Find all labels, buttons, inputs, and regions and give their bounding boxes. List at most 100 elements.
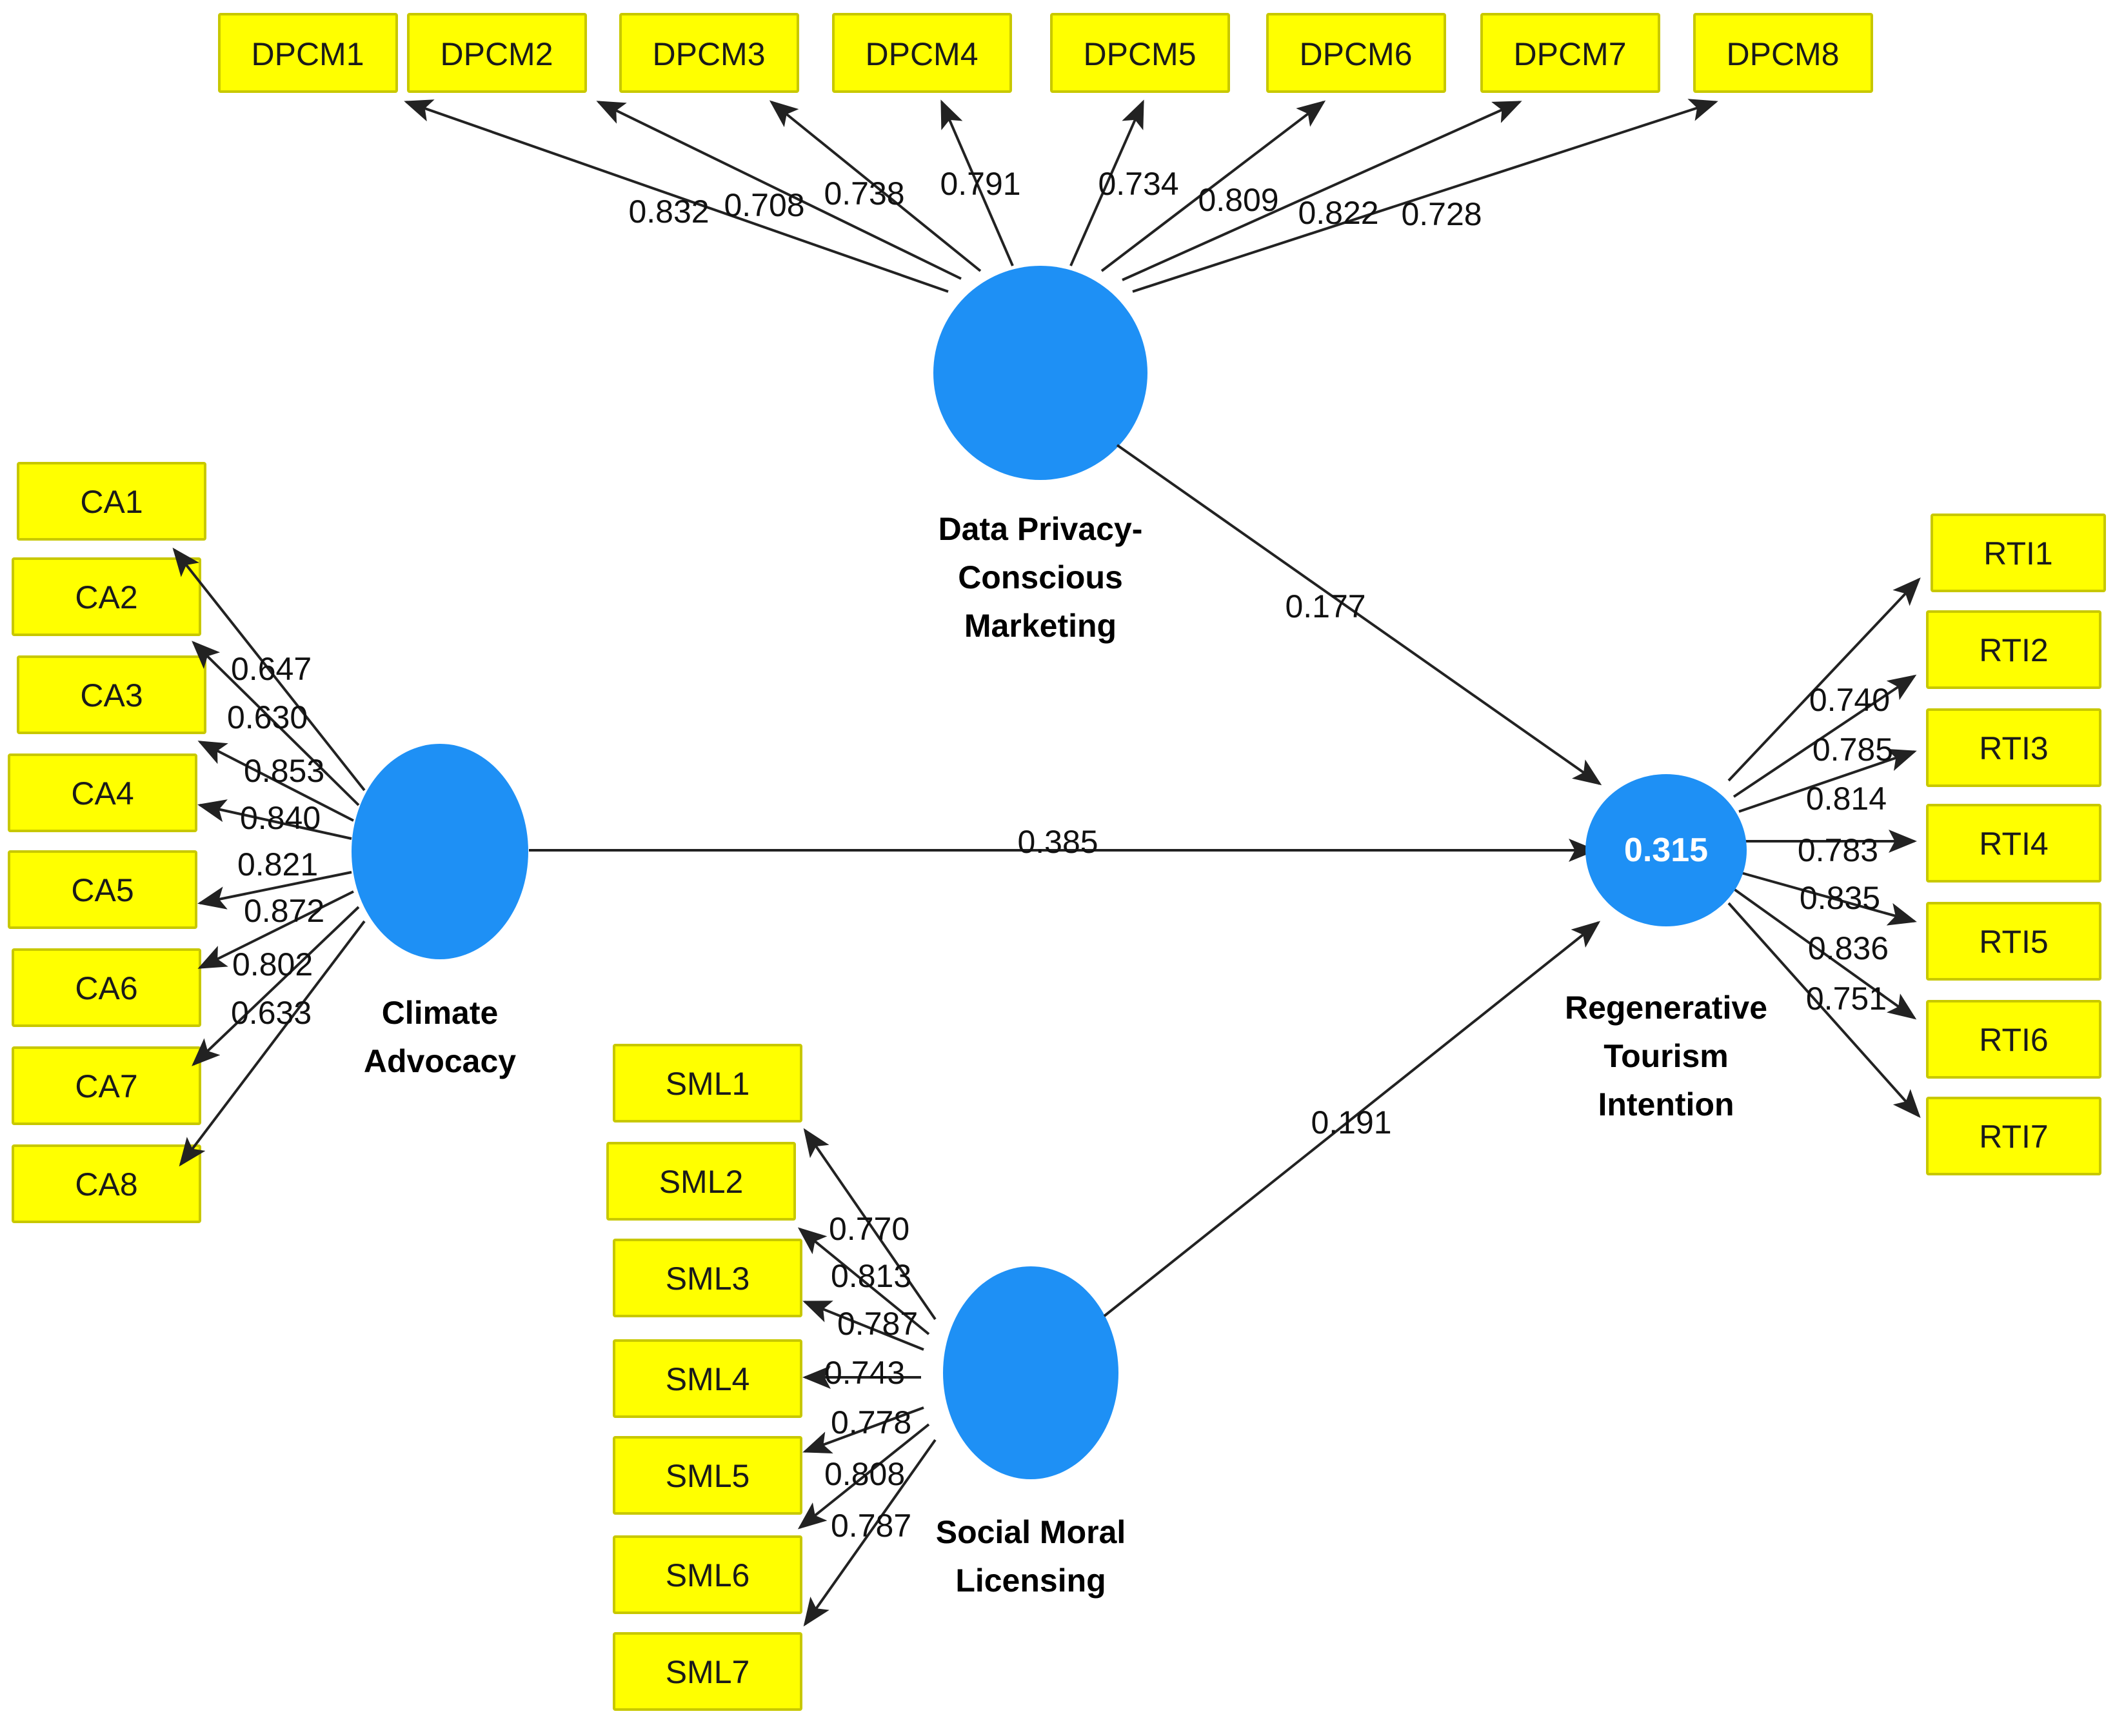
rti-loading-labels: 0.740 0.785 0.814 0.783 0.835 0.836 0.75… xyxy=(1798,682,1893,1017)
loading-arrow xyxy=(1100,100,1326,272)
loading-value: 0.787 xyxy=(831,1508,911,1544)
indicator-label: CA5 xyxy=(71,872,134,908)
indicator-label: SML4 xyxy=(666,1361,750,1397)
indicator-label: SML5 xyxy=(666,1458,750,1494)
indicator-label: DPCM1 xyxy=(251,36,364,72)
sml-indicator-group: SML1 SML2 SML3 SML4 SML5 SML6 xyxy=(606,1044,802,1711)
loading-value: 0.813 xyxy=(831,1258,911,1294)
indicator-box[interactable]: SML6 xyxy=(613,1535,802,1614)
indicator-box[interactable]: CA6 xyxy=(12,948,201,1027)
sml-loading-arrows xyxy=(797,1128,937,1627)
loading-value: 0.778 xyxy=(831,1404,911,1441)
indicator-box[interactable]: SML4 xyxy=(613,1339,802,1418)
sml-loading-labels: 0.770 0.813 0.787 0.743 0.778 0.808 0.78… xyxy=(824,1211,918,1544)
indicator-box[interactable]: CA3 xyxy=(17,655,206,734)
loading-arrow xyxy=(1727,902,1921,1118)
indicator-box[interactable]: RTI1 xyxy=(1931,514,2106,592)
latent-ellipse[interactable] xyxy=(943,1266,1118,1479)
indicator-box[interactable]: CA8 xyxy=(12,1144,201,1223)
indicator-box[interactable]: DPCM1 xyxy=(218,13,398,93)
indicator-box[interactable]: CA4 xyxy=(8,753,197,832)
indicator-box[interactable]: SML7 xyxy=(613,1632,802,1711)
dpcm-indicator-group: DPCM1 DPCM2 DPCM3 DPCM4 DPCM5 DPCM6 xyxy=(218,13,1873,93)
loading-value: 0.738 xyxy=(824,175,904,212)
loading-arrow xyxy=(797,1423,930,1530)
indicator-label: RTI7 xyxy=(1979,1119,2048,1155)
path-coefficient-dpcm-rti: 0.177 xyxy=(1285,588,1365,624)
indicator-label: DPCM4 xyxy=(865,36,978,72)
indicator-box[interactable]: RTI2 xyxy=(1926,610,2101,689)
indicator-label: CA6 xyxy=(75,970,137,1006)
latent-circle[interactable] xyxy=(933,266,1147,480)
path-coefficient-ca-rti: 0.385 xyxy=(1017,824,1098,860)
path-arrow-dpcm-rti xyxy=(1116,444,1602,786)
indicator-box[interactable]: SML2 xyxy=(606,1142,796,1221)
loading-arrow xyxy=(1132,99,1718,293)
indicator-label: SML2 xyxy=(659,1164,744,1200)
loading-arrow xyxy=(802,1406,924,1454)
indicator-label: CA8 xyxy=(75,1166,137,1202)
structural-paths xyxy=(529,444,1602,1317)
latent-label-line3: Marketing xyxy=(964,608,1117,644)
indicator-box[interactable]: CA5 xyxy=(8,850,197,929)
loading-value: 0.836 xyxy=(1808,930,1889,966)
loading-value: 0.808 xyxy=(824,1456,905,1492)
indicator-label: SML7 xyxy=(666,1654,750,1690)
latent-sml[interactable]: Social Moral Licensing xyxy=(936,1266,1126,1599)
latent-label-line2: Tourism xyxy=(1604,1038,1729,1074)
loading-value: 0.740 xyxy=(1809,682,1890,718)
indicator-label: SML3 xyxy=(666,1261,750,1297)
indicator-label: CA3 xyxy=(80,677,143,713)
loading-arrow xyxy=(197,741,354,822)
indicator-label: RTI3 xyxy=(1979,730,2048,766)
indicator-box[interactable]: SML1 xyxy=(613,1044,802,1122)
indicator-label: RTI6 xyxy=(1979,1022,2048,1058)
indicator-box[interactable]: DPCM7 xyxy=(1480,13,1660,93)
loading-value: 0.840 xyxy=(240,800,321,836)
indicator-label: SML1 xyxy=(666,1066,750,1102)
rti-indicator-group: RTI1 RTI2 RTI3 RTI4 RTI5 RTI6 xyxy=(1926,514,2106,1175)
indicator-box[interactable]: CA7 xyxy=(12,1046,201,1125)
latent-rti[interactable]: 0.315 Regenerative Tourism Intention xyxy=(1565,774,1767,1122)
indicator-box[interactable]: DPCM2 xyxy=(407,13,587,93)
loading-value: 0.708 xyxy=(724,187,804,223)
latent-ca[interactable]: Climate Advocacy xyxy=(352,744,528,1079)
loading-value: 0.809 xyxy=(1198,182,1278,218)
latent-ellipse[interactable] xyxy=(352,744,528,959)
indicator-box[interactable]: RTI4 xyxy=(1926,804,2101,883)
indicator-label: DPCM8 xyxy=(1726,36,1839,72)
indicator-box[interactable]: CA1 xyxy=(17,462,206,541)
indicator-box[interactable]: DPCM5 xyxy=(1050,13,1230,93)
loading-arrow xyxy=(179,920,366,1167)
latent-ellipse[interactable] xyxy=(1585,774,1747,926)
ca-loading-arrows xyxy=(172,547,366,1167)
indicator-box[interactable]: DPCM4 xyxy=(832,13,1012,93)
loading-value: 0.734 xyxy=(1098,166,1178,202)
loading-value: 0.787 xyxy=(837,1306,918,1342)
indicator-box[interactable]: RTI3 xyxy=(1926,708,2101,787)
indicator-box[interactable]: SML3 xyxy=(613,1239,802,1317)
indicator-box[interactable]: RTI5 xyxy=(1926,902,2101,981)
loading-value: 0.728 xyxy=(1401,196,1482,232)
latent-dpcm[interactable]: Data Privacy- Conscious Marketing xyxy=(933,266,1147,644)
loading-value: 0.751 xyxy=(1806,981,1887,1017)
indicator-box[interactable]: RTI7 xyxy=(1926,1097,2101,1175)
loading-value: 0.630 xyxy=(227,699,308,735)
rti-loading-arrows xyxy=(1727,577,1921,1118)
loading-arrow xyxy=(404,99,949,293)
latent-label-line2: Conscious xyxy=(958,559,1123,595)
loading-value: 0.822 xyxy=(1298,195,1378,231)
indicator-box[interactable]: RTI6 xyxy=(1926,1000,2101,1079)
loading-value: 0.647 xyxy=(231,651,312,687)
indicator-box[interactable]: SML5 xyxy=(613,1436,802,1515)
indicator-box[interactable]: DPCM8 xyxy=(1693,13,1873,93)
ca-loading-labels: 0.647 0.630 0.853 0.840 0.821 0.872 0.80… xyxy=(227,651,324,1031)
loading-arrow xyxy=(1738,871,1917,926)
loading-arrow xyxy=(1733,674,1917,798)
latent-label-line1: Climate xyxy=(382,995,499,1031)
indicator-box[interactable]: DPCM3 xyxy=(619,13,799,93)
indicator-box[interactable]: DPCM6 xyxy=(1266,13,1446,93)
latent-label-line1: Social Moral xyxy=(936,1514,1126,1550)
indicator-box[interactable]: CA2 xyxy=(12,557,201,636)
loading-arrow xyxy=(596,101,962,280)
